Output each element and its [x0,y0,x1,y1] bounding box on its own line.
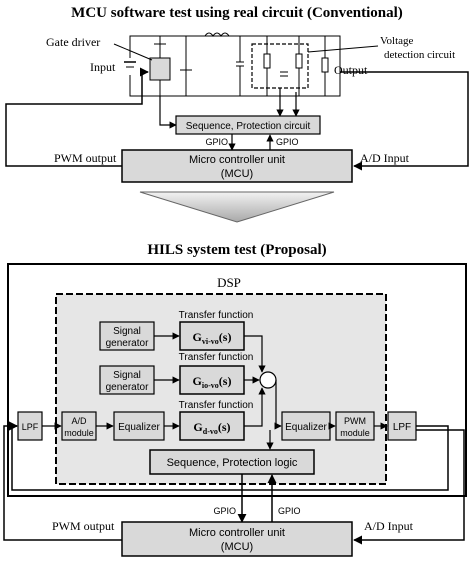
top-connections [159,88,300,151]
output-label: Output [334,63,368,77]
lpf-left-box [17,411,43,441]
signal-generator-2 [99,365,155,395]
signal-generator-1-l2: generator [106,338,149,349]
top-title: MCU software test using real circuit (Co… [71,5,403,21]
top-mcu-line1: Micro controller unit [189,154,285,166]
signal-generator-1-l1: Signal [113,326,141,337]
equalizer-left-label: Equalizer [118,422,160,433]
signal-generator-2-l2: generator [106,382,149,393]
g-d-vo-box [179,411,245,441]
power-circuit-schematic [124,32,341,97]
dsp-connections [42,332,388,450]
top-gpio-left: GPIO [205,137,228,147]
top-pwm-output: PWM output [54,151,117,165]
bottom-gpio-left: GPIO [213,506,236,516]
signal-generator-1 [99,321,155,351]
sequence-protection-logic-box [149,449,315,475]
tf2-label: Transfer function [179,352,254,363]
gate-driver-pointer [113,43,153,61]
lpf-right-label: LPF [393,422,411,433]
sequence-protection-circuit-label: Sequence, Protection circuit [186,121,311,132]
bottom-pwm-output: PWM output [52,519,115,533]
gate-driver-box [149,57,171,81]
voltage-detection-dashed-box [251,43,309,89]
bottom-loop-lines [3,421,465,545]
pwm-module-l2: module [340,428,370,438]
big-transition-arrow [139,191,335,223]
ad-module-l1: A/D [71,416,87,426]
sequence-protection-logic-label: Sequence, Protection logic [167,457,298,469]
ad-module-l2: module [64,428,94,438]
ad-module-box [61,411,97,441]
voltage-detection-pointer [307,45,379,53]
bottom-mcu-line1: Micro controller unit [189,527,285,539]
gate-driver-label: Gate driver [46,35,100,49]
top-gpio-right: GPIO [276,137,299,147]
summing-junction [259,371,277,389]
g-d-vo-label: Gd-vo(s) [193,420,230,436]
g-vi-vo-label: Gvi-vo(s) [193,330,232,346]
signal-generator-2-l1: Signal [113,370,141,381]
top-mcu-line2: (MCU) [221,168,253,180]
top-ad-input: A/D Input [360,151,410,165]
bottom-mcu-line2: (MCU) [221,541,253,553]
equalizer-right-label: Equalizer [285,422,327,433]
lpf-left-label: LPF [22,422,39,432]
bottom-gpio-right: GPIO [278,506,301,516]
voltage-label-line2: detection circuit [384,49,455,61]
g-io-vo-label: Gio-vo(s) [193,374,232,390]
bottom-mcu-box [121,521,353,557]
input-label: Input [90,60,116,74]
tf3-label: Transfer function [179,400,254,411]
lpf-right-box [387,411,417,441]
dsp-label: DSP [217,275,241,290]
bottom-ad-input: A/D Input [364,519,414,533]
top-loop-lines [5,67,469,171]
hils-outer-frame [7,263,467,497]
voltage-label-line1: Voltage [380,35,414,47]
tf1-label: Transfer function [179,310,254,321]
pwm-module-l1: PWM [344,416,366,426]
bottom-title: HILS system test (Proposal) [147,242,326,258]
